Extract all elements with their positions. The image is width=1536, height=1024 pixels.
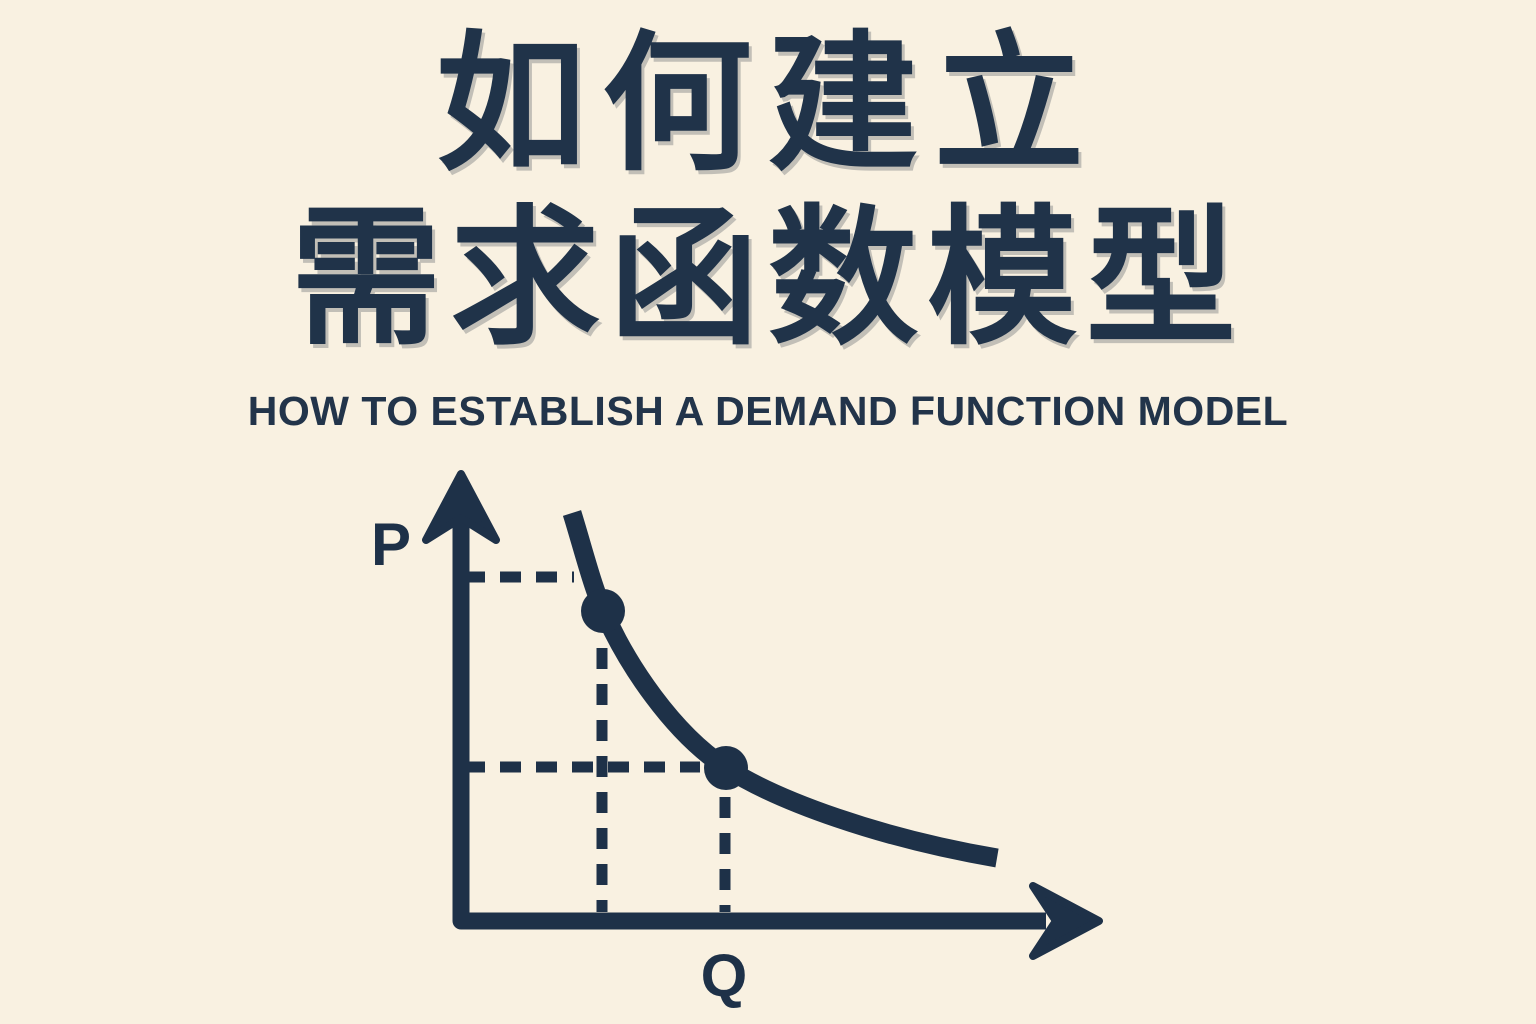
curve-point-2	[704, 746, 748, 790]
title-line-1: 如何建立	[435, 20, 1100, 188]
y-axis-arrowhead-icon	[422, 470, 500, 544]
x-axis-label: Q	[701, 942, 748, 1009]
x-axis-arrowhead-icon	[1029, 882, 1103, 960]
axes	[452, 522, 1046, 930]
title-line-2: 需求函数模型	[290, 194, 1245, 362]
y-axis-label: P	[371, 511, 411, 578]
title-block: 如何建立 需求函数模型 HOW TO ESTABLISH A DEMAND FU…	[0, 16, 1536, 435]
demand-curve	[562, 510, 999, 868]
curve-point-1	[581, 589, 625, 633]
subtitle: HOW TO ESTABLISH A DEMAND FUNCTION MODEL	[247, 388, 1289, 434]
